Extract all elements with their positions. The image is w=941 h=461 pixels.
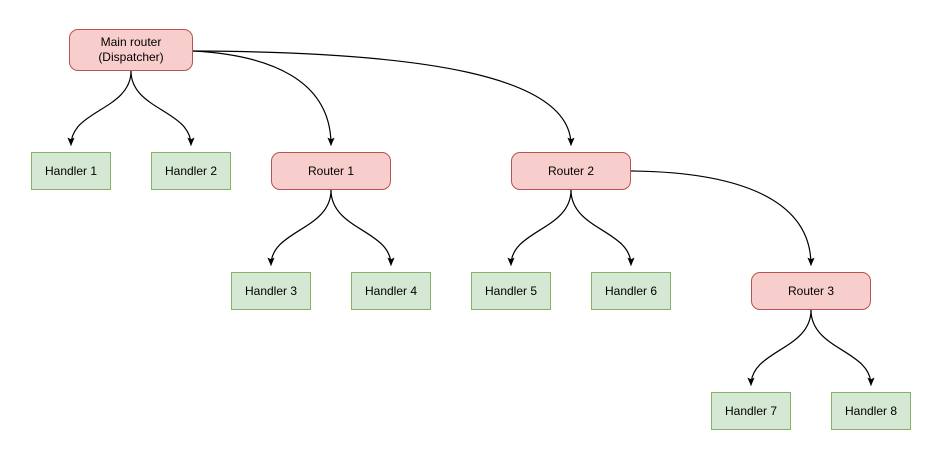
node-label-handler-6: Handler 6 bbox=[604, 283, 658, 298]
node-router-1[interactable]: Router 1 bbox=[271, 152, 391, 190]
edge-main-router-to-handler-1 bbox=[67, 70, 132, 146]
node-label-router-2: Router 2 bbox=[547, 163, 595, 178]
node-main-router[interactable]: Main router (Dispatcher) bbox=[69, 29, 193, 71]
node-handler-8[interactable]: Handler 8 bbox=[831, 392, 911, 430]
node-router-3[interactable]: Router 3 bbox=[751, 272, 871, 310]
node-label-handler-4: Handler 4 bbox=[364, 283, 418, 298]
node-label-handler-5: Handler 5 bbox=[484, 283, 538, 298]
edge-router-3-to-handler-8 bbox=[810, 309, 875, 386]
node-label-handler-2: Handler 2 bbox=[164, 163, 218, 178]
edge-router-2-to-handler-5 bbox=[507, 189, 572, 266]
node-label-router-1: Router 1 bbox=[307, 163, 355, 178]
node-handler-2[interactable]: Handler 2 bbox=[151, 152, 231, 190]
edge-router-1-to-handler-4 bbox=[330, 189, 395, 266]
edge-router-2-to-handler-6 bbox=[570, 189, 635, 266]
node-router-2[interactable]: Router 2 bbox=[511, 152, 631, 190]
node-label-main-router: Main router (Dispatcher) bbox=[98, 35, 164, 64]
node-handler-6[interactable]: Handler 6 bbox=[591, 272, 671, 310]
node-handler-1[interactable]: Handler 1 bbox=[31, 152, 111, 190]
node-handler-7[interactable]: Handler 7 bbox=[711, 392, 791, 430]
node-label-handler-7: Handler 7 bbox=[724, 403, 778, 418]
node-handler-3[interactable]: Handler 3 bbox=[231, 272, 311, 310]
edge-router-3-to-handler-7 bbox=[747, 309, 812, 386]
edge-main-router-to-handler-2 bbox=[130, 70, 195, 146]
node-label-handler-3: Handler 3 bbox=[244, 283, 298, 298]
node-label-handler-8: Handler 8 bbox=[844, 403, 898, 418]
node-handler-5[interactable]: Handler 5 bbox=[471, 272, 551, 310]
node-label-router-3: Router 3 bbox=[787, 283, 835, 298]
edge-group bbox=[67, 50, 875, 386]
edge-main-router-to-router-2 bbox=[192, 50, 575, 146]
node-label-handler-1: Handler 1 bbox=[44, 163, 98, 178]
edge-router-2-to-router-3 bbox=[630, 170, 815, 266]
edge-main-router-to-router-1 bbox=[192, 50, 335, 146]
edge-router-1-to-handler-3 bbox=[267, 189, 332, 266]
node-handler-4[interactable]: Handler 4 bbox=[351, 272, 431, 310]
